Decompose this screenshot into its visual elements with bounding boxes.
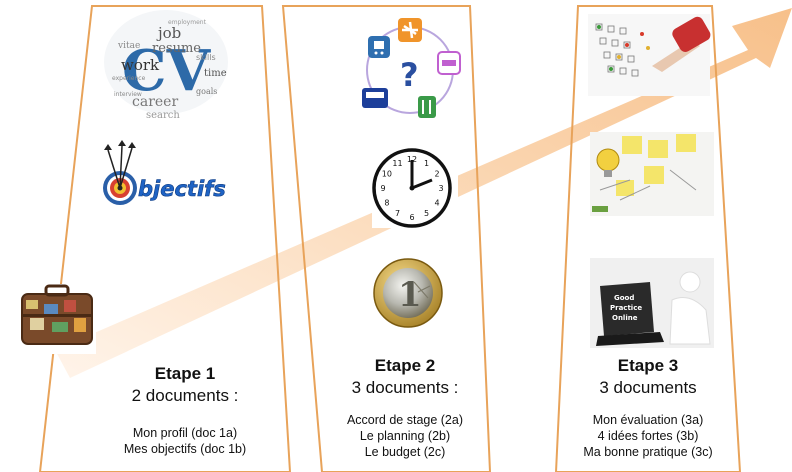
stage-2-doc-3: Le budget (2c) bbox=[364, 445, 446, 459]
stage-1-doc-2: Mes objectifs (doc 1b) bbox=[123, 442, 247, 456]
cv-word-resume: resume bbox=[152, 41, 201, 56]
cv-word-experience: experience bbox=[112, 75, 146, 82]
clock-number-3: 3 bbox=[438, 184, 443, 193]
clock-number-6: 6 bbox=[409, 213, 414, 222]
stage-1-doc-1: Mon profil (doc 1a) bbox=[132, 426, 238, 440]
stage-2-subtitle: 3 documents : bbox=[351, 378, 459, 397]
cv-word-career: career bbox=[132, 94, 178, 110]
clock-number-5: 5 bbox=[424, 209, 429, 218]
euro-coin-icon: 1 bbox=[373, 258, 443, 328]
stage-3-doc-2: 4 idées fortes (3b) bbox=[597, 429, 699, 443]
stage-2-text: Etape 2 3 documents : Accord de stage (2… bbox=[320, 356, 490, 460]
ideas-postit-image bbox=[590, 132, 714, 216]
good-practice-line-1: Good bbox=[614, 294, 634, 302]
stage-3-panel bbox=[554, 5, 742, 472]
stage-2-panel bbox=[281, 5, 492, 472]
stage-2-doc-2: Le planning (2b) bbox=[359, 429, 451, 443]
cv-word-time: time bbox=[204, 68, 227, 79]
stage-3-title: Etape 3 bbox=[617, 356, 679, 375]
stage-2-title: Etape 2 bbox=[374, 356, 436, 375]
clock-number-10: 10 bbox=[382, 170, 392, 179]
stage-2-doc-1: Accord de stage (2a) bbox=[346, 413, 464, 427]
stage-2-doc-list: Accord de stage (2a) Le planning (2b) Le… bbox=[320, 412, 490, 460]
cv-letters: CV bbox=[122, 38, 212, 104]
stage-1-doc-list: Mon profil (doc 1a) Mes objectifs (doc 1… bbox=[95, 425, 275, 457]
evaluation-checklist-image bbox=[588, 14, 711, 96]
cv-word-vitae: vitae bbox=[117, 41, 140, 51]
clock-number-9: 9 bbox=[380, 184, 385, 193]
suitcase-icon bbox=[18, 284, 96, 354]
stage-1-subtitle: 2 documents : bbox=[131, 386, 239, 405]
cv-word-cloud: CV job resume work time career goals sea… bbox=[104, 10, 228, 121]
cv-word-work: work bbox=[121, 56, 160, 74]
good-practice-line-2: Practice bbox=[610, 304, 642, 312]
clock-number-2: 2 bbox=[435, 170, 440, 179]
cv-word-search: search bbox=[146, 110, 180, 121]
objectifs-logo: bjectifs bbox=[103, 140, 226, 205]
good-practice-line-3: Online bbox=[612, 314, 638, 322]
stage-3-subtitle: 3 documents bbox=[599, 378, 697, 397]
good-practice-image: Good Practice Online bbox=[590, 258, 714, 348]
stage-3-doc-1: Mon évaluation (3a) bbox=[592, 413, 704, 427]
clock-number-4: 4 bbox=[435, 199, 440, 208]
stage-3-doc-list: Mon évaluation (3a) 4 idées fortes (3b) … bbox=[564, 412, 732, 460]
stage-1-title: Etape 1 bbox=[154, 364, 216, 383]
stage-3-text: Etape 3 3 documents Mon évaluation (3a) … bbox=[564, 356, 732, 460]
clock-number-8: 8 bbox=[384, 199, 389, 208]
clock-number-11: 11 bbox=[392, 159, 402, 168]
restaurant-icon bbox=[418, 96, 436, 118]
cv-word-skills: skills bbox=[196, 53, 216, 62]
euro-coin-value: 1 bbox=[398, 275, 422, 315]
planning-icon-wheel: ? bbox=[362, 18, 461, 118]
cv-word-employment: employment bbox=[168, 19, 207, 26]
clock-number-1: 1 bbox=[424, 159, 429, 168]
stage-1-text: Etape 1 2 documents : Mon profil (doc 1a… bbox=[95, 364, 275, 457]
question-icon: ? bbox=[400, 56, 419, 94]
cv-word-job: job bbox=[156, 24, 181, 42]
clock-number-7: 7 bbox=[395, 209, 400, 218]
stage-3-doc-3: Ma bonne pratique (3c) bbox=[583, 445, 713, 459]
objectifs-text: bjectifs bbox=[138, 177, 226, 201]
cv-word-interview: interview bbox=[114, 91, 142, 98]
clock-number-12: 12 bbox=[407, 155, 417, 164]
cv-word-goals: goals bbox=[196, 87, 217, 96]
